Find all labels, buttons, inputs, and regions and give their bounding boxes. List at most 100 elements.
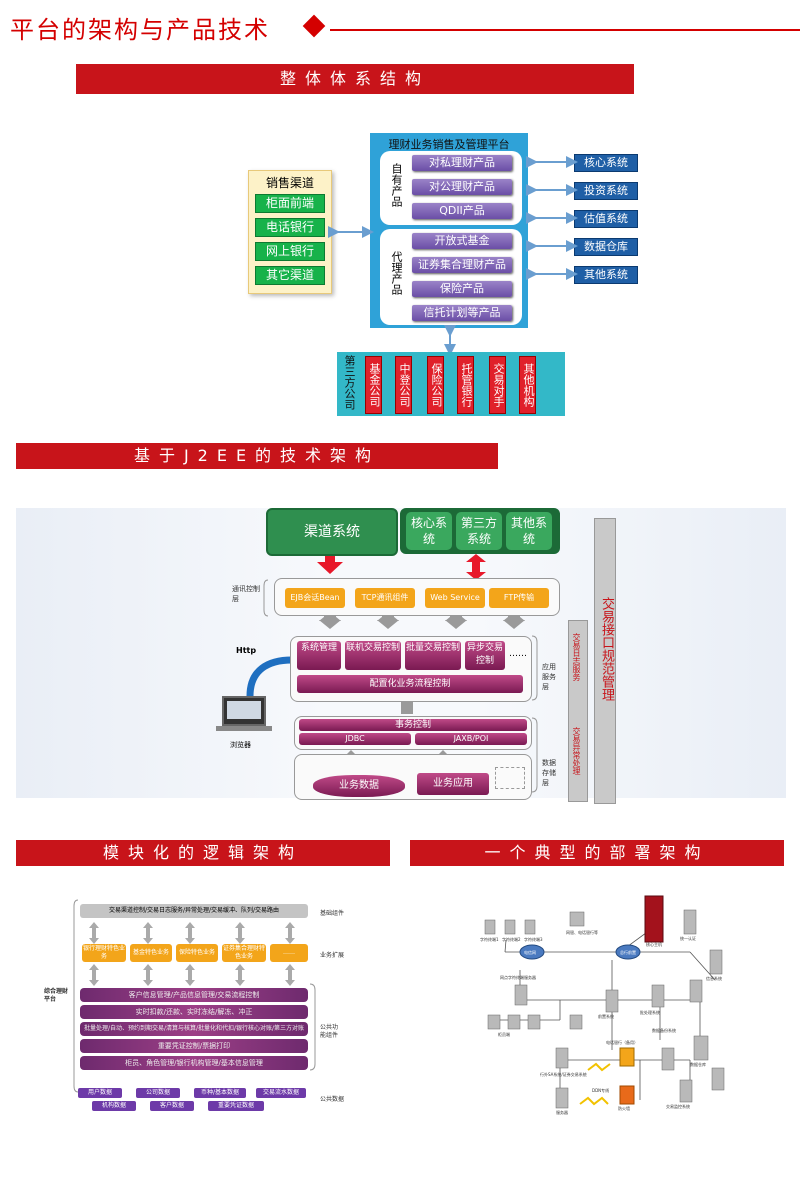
router	[619, 1047, 635, 1067]
interface-norm-label: 交易接口规范管理	[599, 597, 614, 701]
agency-label: 代理产品	[390, 251, 403, 295]
terminal	[524, 919, 536, 935]
jaxb-bar: JAXB/POI	[415, 733, 527, 745]
deploy-label: 核心主机	[646, 942, 662, 947]
mid-bar: 柜员、角色管理/银行机构管理/基本信息管理	[80, 1056, 308, 1070]
section-banner-overall: 整体体系结构	[76, 64, 634, 94]
server	[693, 1035, 709, 1061]
mid-bar: 客户信息管理/产品信息管理/交易流程控制	[80, 988, 308, 1002]
config-flow-bar: 配置化业务流程控制	[297, 675, 523, 693]
network-node	[519, 944, 545, 960]
terminal	[484, 919, 496, 935]
comm-layer-label: 通讯控制层	[232, 585, 260, 603]
third-party-item: 其他机构	[519, 356, 536, 414]
data-layer-box: 业务数据 业务应用	[294, 754, 532, 800]
channel-item: 其它渠道	[255, 266, 325, 285]
deploy-label: 信息系统	[706, 976, 722, 981]
biz-item: 基金特色业务	[130, 944, 172, 962]
system-box: 其他系统	[574, 266, 638, 284]
agency-product: 开放式基金	[412, 233, 512, 249]
browser-label: 浏览器	[230, 741, 251, 749]
data-layer-label: 数据存储层	[542, 759, 556, 787]
deploy-label: 柜员端	[498, 1032, 510, 1037]
deploy-label: 总行前置	[620, 950, 636, 955]
third-party-item: 保险公司	[427, 356, 444, 414]
terminal	[569, 911, 585, 927]
deploy-label: 电话银行（备用）	[606, 1040, 638, 1045]
agency-product: 证券集合理财产品	[412, 257, 512, 273]
app-layer-box: 系统管理 联机交易控制 批量交易控制 异步交易控制 …… 配置化业务流程控制	[290, 636, 532, 702]
log-service-label: 交易日志服务	[572, 633, 581, 681]
third-party-item: 交易对手	[489, 356, 506, 414]
page-title: 平台的架构与产品技术	[10, 16, 270, 44]
data-item: 公司数据	[136, 1088, 180, 1098]
own-product: QDII产品	[412, 203, 512, 219]
channel-item: 网上银行	[255, 242, 325, 261]
deploy-label: 网点字符终端服务器	[500, 975, 536, 980]
top-bar: 交易渠道控制/交易日志服务/异常处理/交易缓冲、队列/交易路由	[80, 904, 308, 918]
deploy-label: 交易监控系统	[666, 1104, 690, 1109]
data-item: 币种/基本数据	[194, 1088, 246, 1098]
terminal	[507, 1014, 521, 1030]
own-product: 对私理财产品	[412, 155, 512, 171]
top-system-box: 第三方系统	[456, 512, 502, 550]
comm-item: Web Service	[425, 588, 485, 608]
biz-right-label: 业务扩展	[320, 952, 345, 959]
comm-item: EJB会话Bean	[285, 588, 345, 608]
channel-system-box: 渠道系统	[266, 508, 398, 556]
deploy-label: 统一认证	[680, 936, 696, 941]
placeholder-box	[495, 767, 525, 789]
channel-title: 销售渠道	[265, 176, 314, 190]
third-party-item: 托管银行	[457, 356, 474, 414]
channel-item: 柜面前端	[255, 194, 325, 213]
mid-bar: 批量处理/自动、预约到期交易/清算与核算/批量化和代扣/银行核心对账/第三方对账	[80, 1022, 308, 1036]
third-party-box: 第三方公司 基金公司 中登公司 保险公司 托管银行 交易对手 其他机构	[337, 352, 565, 416]
firewall	[619, 1085, 635, 1105]
app-item: 联机交易控制	[345, 641, 401, 670]
mainframe	[644, 895, 664, 943]
tx-layer-box: 事务控制 JDBC JAXB/POI	[294, 716, 532, 750]
biz-item: 证券集合理财特色业务	[222, 944, 266, 962]
deploy-label: 电信网	[524, 950, 536, 955]
server	[711, 1067, 725, 1091]
system-box: 数据仓库	[574, 238, 638, 256]
server	[651, 984, 665, 1008]
server	[679, 1079, 693, 1103]
section-banner-deploy: 一个典型的部署架构	[410, 840, 784, 866]
system-box: 估值系统	[574, 210, 638, 228]
third-label: 第三方公司	[343, 355, 356, 410]
deploy-label: 字符终端1	[480, 937, 499, 942]
deploy-label: 数据仓库	[690, 1062, 706, 1067]
data-right-label: 公共数据	[320, 1096, 345, 1103]
deploy-label: 服务器	[556, 1110, 568, 1115]
top-system-box: 其他系统	[506, 512, 552, 550]
top-system-box: 核心系统	[406, 512, 452, 550]
section-banner-modular: 模块化的逻辑架构	[16, 840, 390, 866]
log-exception-bar: 交易日志服务 交易异常处理	[568, 620, 588, 802]
exception-label: 交易异常处理	[572, 727, 581, 775]
title-divider	[330, 29, 800, 31]
overall-arrows	[328, 156, 578, 356]
server	[555, 1087, 569, 1109]
left-label: 综合理财平台	[44, 988, 69, 1003]
data-item: 交易流水数据	[256, 1088, 306, 1098]
tx-control-bar: 事务控制	[299, 719, 527, 731]
own-label: 自有产品	[390, 163, 403, 207]
deploy-label: 行外SA系统/证券交易系统	[540, 1072, 587, 1077]
platform-box: 理财业务销售及管理平台 自有产品 对私理财产品 对公理财产品 QDII产品 代理…	[370, 133, 528, 328]
server	[514, 984, 528, 1006]
interface-norm-bar: 交易接口规范管理	[594, 518, 616, 804]
deploy-label: 数据备份系统	[652, 1028, 676, 1033]
own-product: 对公理财产品	[412, 179, 512, 195]
data-item: 客户数据	[150, 1101, 194, 1111]
laptop-base	[216, 726, 272, 731]
data-item: 机构数据	[92, 1101, 136, 1111]
agency-product: 保险产品	[412, 281, 512, 297]
app-item: 批量交易控制	[405, 641, 461, 670]
mid-right-label: 公共功能组件	[320, 1024, 339, 1039]
server	[709, 949, 723, 975]
platform-title: 理财业务销售及管理平台	[388, 138, 510, 151]
jdbc-bar: JDBC	[299, 733, 411, 745]
